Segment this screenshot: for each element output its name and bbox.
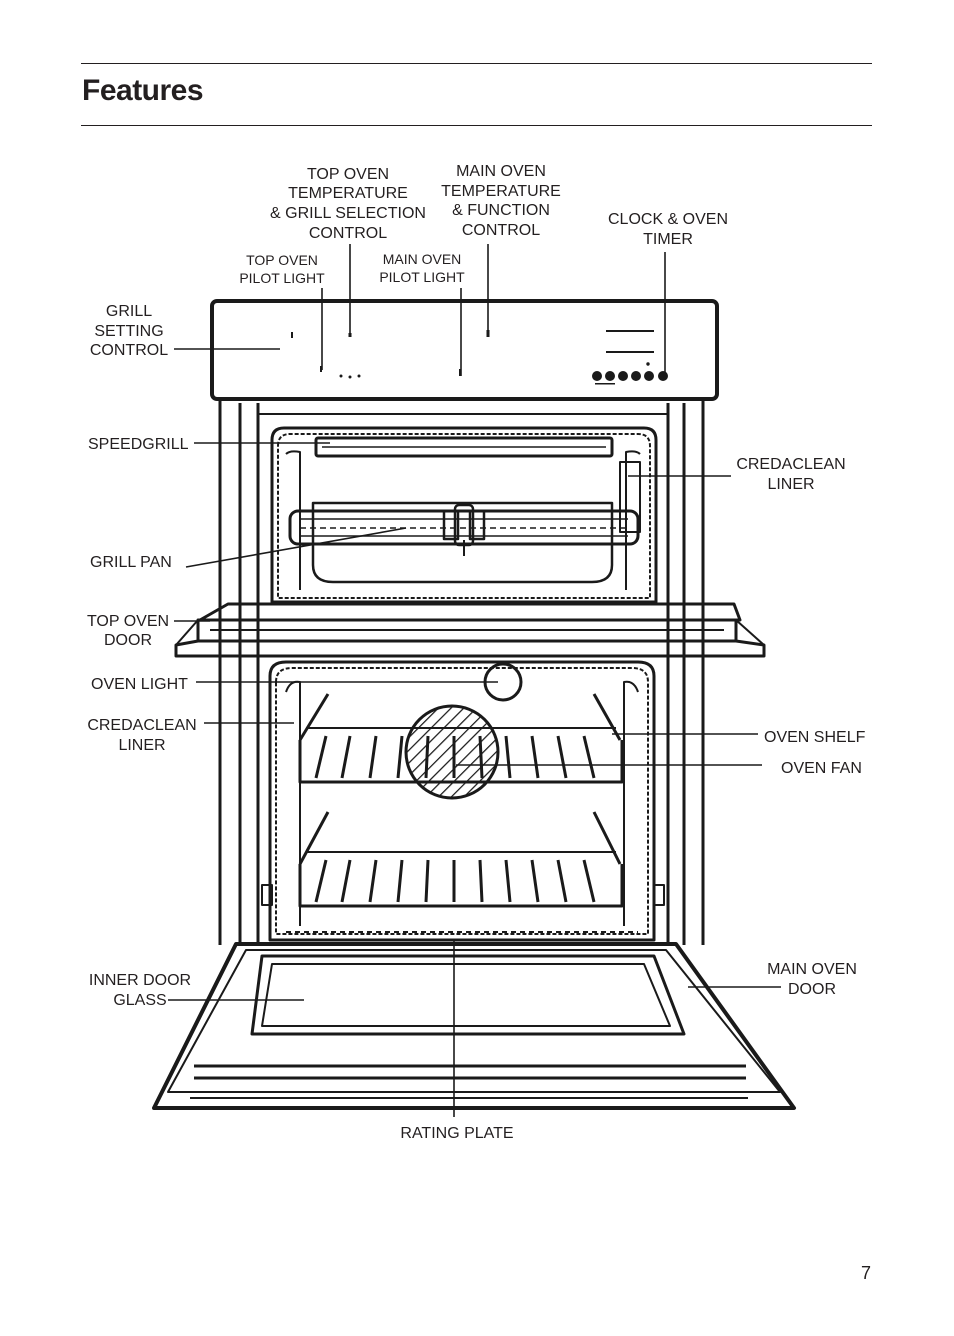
label-inner-door-glass: INNER DOOR GLASS [89,972,191,1009]
svg-text:TOP OVEN: TOP OVEN [87,613,169,630]
control-panel [210,299,719,401]
svg-text:TEMPERATURE: TEMPERATURE [441,183,561,200]
label-top-oven-door: TOP OVEN DOOR [87,613,169,649]
svg-text:GRILL PAN: GRILL PAN [90,554,172,571]
svg-text:TIMER: TIMER [643,231,693,248]
svg-text:TEMPERATURE: TEMPERATURE [288,185,408,202]
svg-text:PILOT LIGHT: PILOT LIGHT [239,270,325,286]
svg-text:OVEN SHELF: OVEN SHELF [764,729,866,746]
svg-text:CLOCK & OVEN: CLOCK & OVEN [608,211,728,228]
label-rating-plate: RATING PLATE [400,1125,513,1142]
label-top-oven-pilot-light: TOP OVEN PILOT LIGHT [239,252,325,286]
top-oven-liner-panel [619,461,641,533]
oven-fan [404,704,500,800]
svg-text:OVEN LIGHT: OVEN LIGHT [91,676,188,693]
grill-pan [288,501,640,584]
main-oven-door [152,942,796,1110]
label-oven-fan: OVEN FAN [781,760,862,777]
header-rule-top [81,63,872,64]
label-oven-shelf: OVEN SHELF [764,729,866,746]
label-main-oven-door: MAIN OVEN DOOR [767,961,857,998]
clock-timer-display [606,330,654,366]
label-grill-pan: GRILL PAN [90,554,172,571]
svg-text:DOOR: DOOR [104,632,152,649]
svg-text:LINER: LINER [767,476,814,493]
svg-text:SPEEDGRILL: SPEEDGRILL [88,436,189,453]
top-oven-cavity [270,426,658,604]
oven-cabinet [218,399,705,945]
speedgrill-element [314,436,614,458]
label-credaclean-liner-top: CREDACLEAN LINER [736,456,845,493]
svg-text:CREDACLEAN: CREDACLEAN [87,717,196,734]
label-oven-light: OVEN LIGHT [91,676,188,693]
svg-text:& FUNCTION: & FUNCTION [452,202,550,219]
inner-door-glass [250,954,686,1036]
oven-shelf-lower [298,811,624,908]
svg-text:RATING PLATE: RATING PLATE [400,1125,513,1142]
label-clock-oven-timer: CLOCK & OVEN TIMER [608,211,728,248]
svg-text:CONTROL: CONTROL [462,222,540,239]
leader-lines [168,244,781,1117]
svg-text:PILOT LIGHT: PILOT LIGHT [379,269,465,285]
label-main-oven-pilot-light: MAIN OVEN PILOT LIGHT [379,251,465,285]
svg-text:CREDACLEAN: CREDACLEAN [736,456,845,473]
svg-text:INNER DOOR: INNER DOOR [89,972,191,989]
svg-text:OVEN FAN: OVEN FAN [781,760,862,777]
svg-text:GLASS: GLASS [113,992,166,1009]
label-top-oven-temperature: TOP OVEN TEMPERATURE & GRILL SELECTION C… [270,166,426,242]
svg-text:MAIN OVEN: MAIN OVEN [767,961,857,978]
svg-text:GRILL: GRILL [106,303,152,320]
oven-shelf-upper [298,693,624,784]
label-grill-setting-control: GRILL SETTING CONTROL [90,303,168,359]
svg-text:CONTROL: CONTROL [90,342,168,359]
label-credaclean-liner-main: CREDACLEAN LINER [87,717,196,754]
timer-buttons [592,371,668,385]
svg-text:LINER: LINER [118,737,165,754]
svg-text:MAIN OVEN: MAIN OVEN [383,251,462,267]
svg-text:DOOR: DOOR [788,981,836,998]
label-speedgrill: SPEEDGRILL [88,436,189,453]
page-title: Features [82,74,204,107]
header-rule-bottom [81,125,872,126]
svg-text:SETTING: SETTING [94,323,163,340]
svg-text:& GRILL SELECTION: & GRILL SELECTION [270,205,426,222]
svg-text:TOP OVEN: TOP OVEN [307,166,389,183]
page-number: 7 [860,1263,871,1283]
svg-text:TOP OVEN: TOP OVEN [246,252,318,268]
svg-text:CONTROL: CONTROL [309,225,387,242]
label-main-oven-temperature: MAIN OVEN TEMPERATURE & FUNCTION CONTROL [441,163,561,239]
top-oven-door [174,602,766,658]
svg-text:MAIN OVEN: MAIN OVEN [456,163,546,180]
